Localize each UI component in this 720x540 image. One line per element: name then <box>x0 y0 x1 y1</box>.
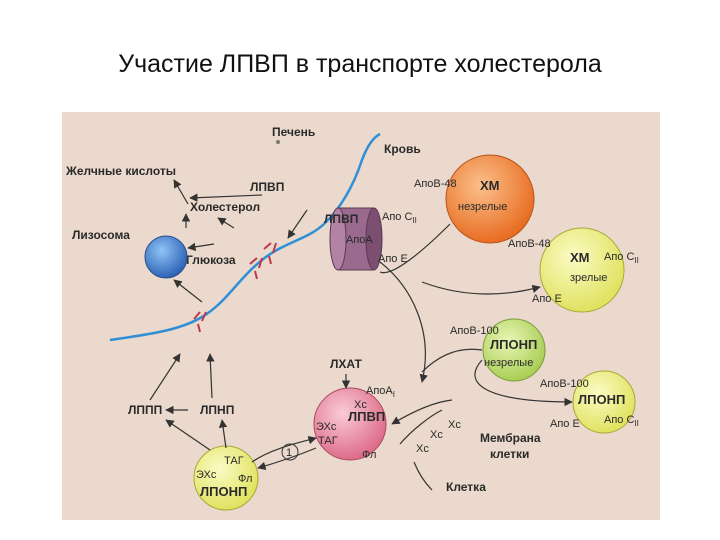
disc-label-lpvp: ЛПВП <box>324 212 358 226</box>
cell-membrane-line <box>109 132 381 342</box>
label-lysosome: Лизосома <box>72 228 130 242</box>
hm-immature-name: ХМ <box>480 178 500 193</box>
hm-mature-apob48: АпоВ-48 <box>508 238 551 250</box>
label-membrane-2: клетки <box>490 447 529 461</box>
disc-label-apoc: Апо СII <box>382 211 417 225</box>
lponp-immature-name: ЛПОНП <box>490 337 537 352</box>
disc-label-apoa: АпоА <box>346 234 373 246</box>
lpvp-sphere-apoa: АпоАI <box>366 385 395 399</box>
lponp-mature-apob100: АпоВ-100 <box>540 378 589 390</box>
lysosome <box>144 235 188 279</box>
lponp-mature-name: ЛПОНП <box>578 392 625 407</box>
hm-immature-state: незрелые <box>458 201 507 213</box>
hm-mature-apoe: Апо Е <box>532 293 562 305</box>
hm-mature-name: ХМ <box>570 250 590 265</box>
label-lpnp: ЛПНП <box>200 403 234 417</box>
lponp-bottom-name: ЛПОНП <box>200 484 247 499</box>
lponp-immature-state: незрелые <box>484 357 533 369</box>
label-cholesterol: Холестерол <box>190 200 260 214</box>
lponp-mature-sphere <box>572 370 636 434</box>
receptor-icons <box>193 242 277 333</box>
lpvp-sphere-fl: Фл <box>362 449 376 461</box>
step-one-marker <box>281 443 299 461</box>
hm-mature-apoc: Апо СII <box>604 251 639 265</box>
lpvp-sphere-name: ЛПВП <box>348 409 385 424</box>
lponp-bottom-fl: Фл <box>238 473 252 485</box>
hm-immature-apob48: АпоВ-48 <box>414 178 457 190</box>
label-lhat: ЛХАТ <box>330 357 362 371</box>
flow-arrows <box>149 223 573 491</box>
label-liver: Печень <box>272 125 315 139</box>
lponp-mature-apoe: Апо Е <box>550 418 580 430</box>
lponp-bottom-tag: ТАГ <box>224 455 244 467</box>
slide-title: Участие ЛПВП в транспорте холестерола <box>118 50 602 78</box>
lponp-immature-sphere <box>482 318 546 382</box>
hm-mature-state: зрелые <box>570 272 607 284</box>
lpvp-sphere-xc: Хс <box>354 399 367 411</box>
disc-label-apoe: Апо Е <box>378 253 408 265</box>
step-one-label: 1 <box>286 447 292 459</box>
membrane-xc-2: Хс <box>430 429 443 441</box>
arrows-top-left <box>173 179 308 303</box>
membrane-xc-1: Хс <box>448 419 461 431</box>
cholesterol-transport-diagram: Печень Кровь Желчные кислоты ЛПВП Холест… <box>62 112 660 520</box>
membrane-xc-3: Хс <box>416 443 429 455</box>
lpvp-sphere-tag: ТАГ <box>318 435 338 447</box>
lpvp-sphere-exc: ЭХс <box>316 421 337 433</box>
label-cell: Клетка <box>446 480 486 494</box>
label-lpvp-top: ЛПВП <box>250 180 284 194</box>
label-glucose: Глюкоза <box>186 253 236 267</box>
label-bile-acids: Желчные кислоты <box>65 164 176 178</box>
lponp-bottom-exc: ЭХс <box>196 469 217 481</box>
label-blood: Кровь <box>384 142 421 156</box>
hm-mature-sphere <box>539 227 625 313</box>
hm-immature-sphere <box>445 154 535 244</box>
label-lppp: ЛППП <box>128 403 162 417</box>
liver-marker <box>276 140 280 144</box>
lpvp-disc <box>329 207 383 271</box>
label-membrane-1: Мембрана <box>480 431 541 445</box>
lponp-mature-apoc: Апо СII <box>604 414 639 428</box>
lponp-immature-apob100: АпоВ-100 <box>450 325 499 337</box>
